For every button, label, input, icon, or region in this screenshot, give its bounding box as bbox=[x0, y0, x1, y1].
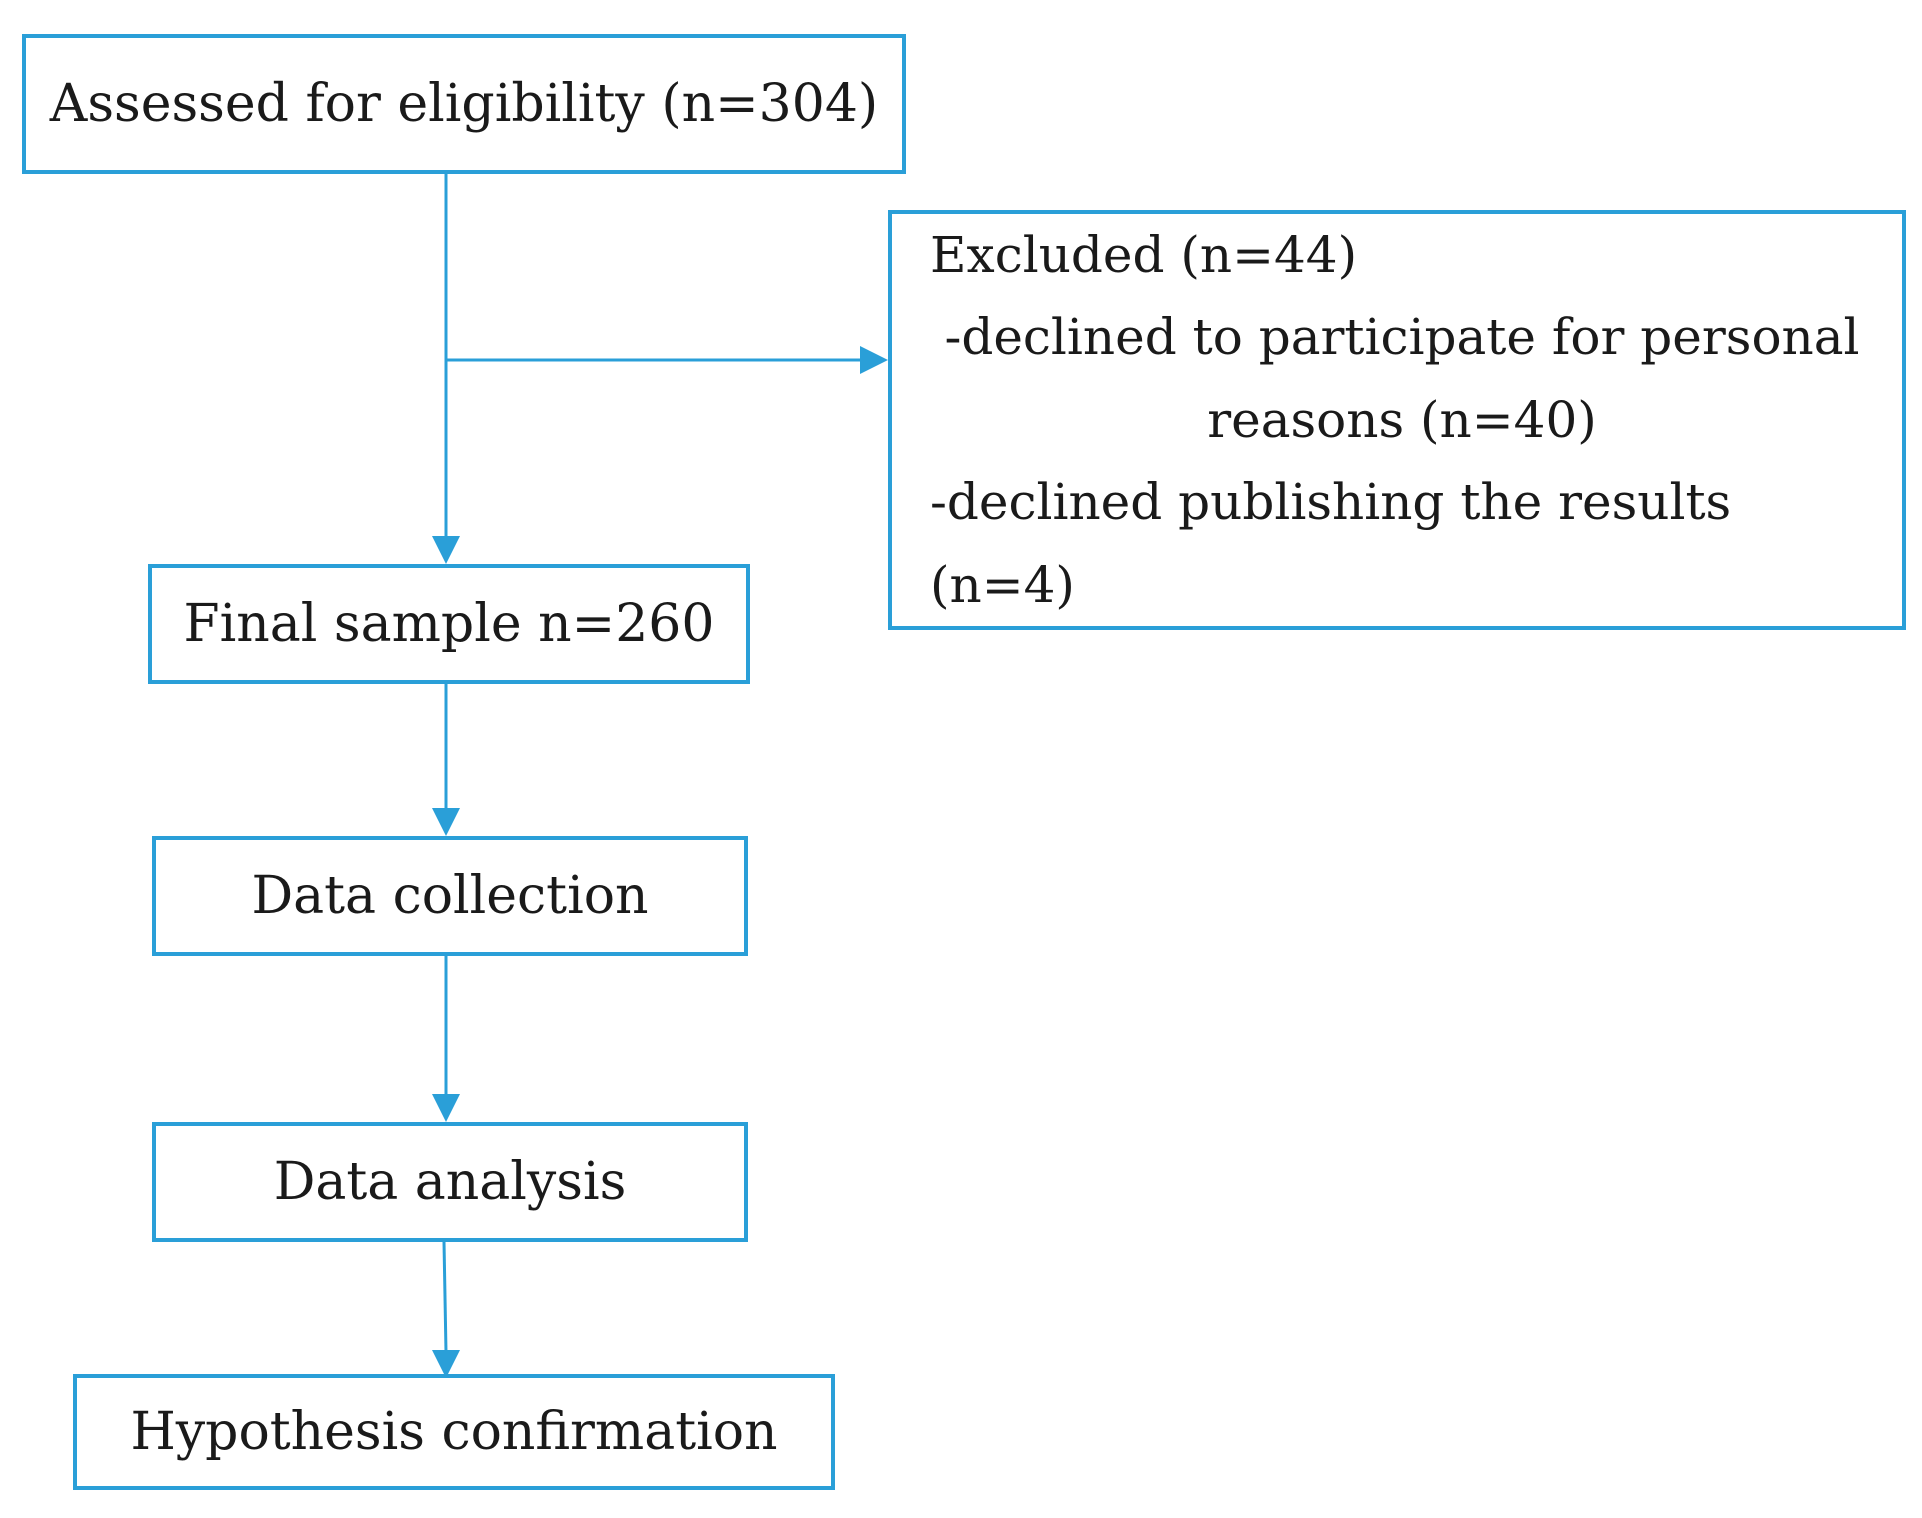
arrowhead-analysis bbox=[432, 1094, 460, 1122]
final-sample-box: Final sample n=260 bbox=[148, 564, 750, 684]
data-analysis-box: Data analysis bbox=[152, 1122, 748, 1242]
excluded-box: Excluded (n=44) -declined to participate… bbox=[888, 210, 1906, 630]
assessed-label: Assessed for eligibility (n=304) bbox=[49, 73, 879, 134]
excluded-reason-publishing: -declined publishing the results (n=4) bbox=[930, 473, 1732, 614]
final-sample-label: Final sample n=260 bbox=[183, 593, 715, 654]
arrowhead-excluded bbox=[860, 346, 888, 374]
data-collection-box: Data collection bbox=[152, 836, 748, 956]
edge-analysis-to-hypothesis bbox=[442, 1241, 448, 1353]
arrowhead-final bbox=[432, 536, 460, 564]
excluded-reason-personal-count: reasons (n=40) bbox=[1207, 390, 1597, 449]
assessed-for-eligibility-box: Assessed for eligibility (n=304) bbox=[22, 34, 906, 174]
hypothesis-confirmation-box: Hypothesis confirmation bbox=[73, 1374, 835, 1490]
excluded-title: Excluded (n=44) bbox=[930, 225, 1358, 284]
hypothesis-label: Hypothesis confirmation bbox=[130, 1401, 778, 1462]
data-analysis-label: Data analysis bbox=[273, 1151, 627, 1212]
excluded-reason-personal: -declined to participate for personal bbox=[944, 308, 1860, 367]
data-collection-label: Data collection bbox=[251, 865, 649, 926]
arrowhead-collection bbox=[432, 808, 460, 836]
